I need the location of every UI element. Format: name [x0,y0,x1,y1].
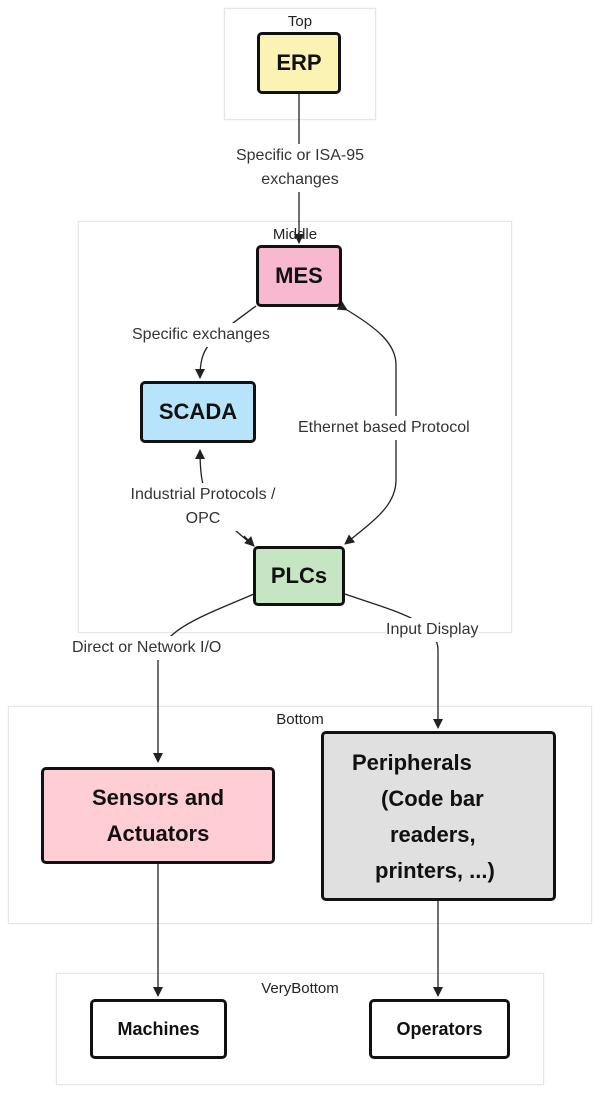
edge-label-plc-peripherals: Input Display [386,618,479,642]
cluster-bottom-label: Bottom [276,711,324,728]
edge-label-mes-scada: Specific exchanges [132,323,270,347]
edge-plc-mes [336,301,397,545]
edge-label-erp-mes: Specific or ISA-95 exchanges [222,144,378,192]
node-plcs[interactable]: PLCs [253,546,345,606]
node-peripherals-label-line2: (Code bar [381,786,484,811]
edge-label-plc-mes: Ethernet based Protocol [298,416,470,440]
node-sensors-actuators[interactable]: Sensors and Actuators [41,767,275,864]
node-mes-label: MES [275,263,323,288]
edge-plc-peripherals [344,593,443,729]
edge-label-plc-sensors: Direct or Network I/O [72,636,222,660]
node-peripherals-label-line1: Peripherals [352,750,472,775]
edge-label-scada-plc: Industrial Protocols / OPC [124,483,282,531]
node-machines-label: Machines [117,1018,200,1039]
node-plcs-label: PLCs [270,563,328,588]
node-mes[interactable]: MES [256,245,342,307]
node-scada[interactable]: SCADA [140,381,256,443]
node-peripherals-label-line3: readers, [390,822,476,847]
edge-scada-plc-tip [243,535,255,547]
edge-plc-sensors [153,593,255,763]
node-erp-label: ERP [276,50,322,75]
node-sensors-label-line2: Actuators [106,820,210,846]
node-machines[interactable]: Machines [90,999,227,1059]
cluster-verybottom-label: VeryBottom [261,980,339,997]
node-operators[interactable]: Operators [369,999,510,1059]
cluster-top-label: Top [287,13,313,30]
node-scada-label: SCADA [158,399,238,424]
node-erp[interactable]: ERP [257,32,341,94]
node-peripherals[interactable]: Peripherals (Code bar readers, printers,… [321,731,556,901]
node-operators-label: Operators [396,1018,483,1039]
node-peripherals-label-line4: printers, ...) [375,858,495,883]
node-sensors-label-line1: Sensors and [91,784,225,810]
